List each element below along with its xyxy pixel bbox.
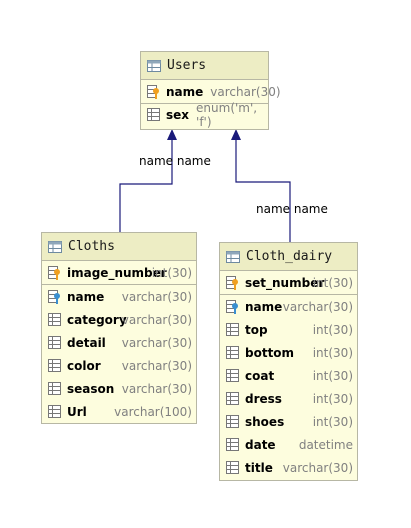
- column-icon: [226, 460, 239, 474]
- column-row[interactable]: date datetime: [220, 433, 357, 456]
- column-name: sex: [166, 108, 190, 122]
- column-icon: [48, 381, 61, 395]
- relation-line-clothdairy-users: [235, 138, 291, 242]
- column-name: season: [67, 381, 115, 396]
- column-icon: [226, 368, 239, 382]
- column-type: enum('m', 'f'): [196, 101, 258, 129]
- table-icon: [48, 240, 62, 253]
- column-type: varchar(30): [282, 299, 353, 314]
- column-row[interactable]: Url varchar(100): [42, 400, 196, 423]
- column-name: shoes: [245, 414, 285, 429]
- column-name: dress: [245, 391, 282, 406]
- column-name: Url: [67, 404, 87, 419]
- column-name: title: [245, 460, 273, 475]
- column-icon: [147, 108, 160, 121]
- column-icon: [226, 322, 239, 336]
- key-column-icon: [147, 84, 159, 99]
- table-header[interactable]: Users: [141, 52, 268, 80]
- column-row[interactable]: name varchar(30): [42, 285, 196, 308]
- foreign-key-column-icon: [48, 289, 60, 304]
- column-type: int(30): [312, 322, 353, 337]
- column-row[interactable]: name varchar(30): [220, 295, 357, 318]
- column-type: varchar(100): [114, 404, 192, 419]
- table-icon: [226, 250, 240, 263]
- column-icon: [48, 404, 61, 418]
- column-icon: [48, 312, 61, 326]
- column-name: color: [67, 358, 101, 373]
- relation-line-cloths-users: [119, 138, 173, 232]
- table-users[interactable]: Users name varchar(30) sex enum('m', 'f'…: [140, 51, 281, 130]
- column-row[interactable]: detail varchar(30): [42, 331, 196, 354]
- column-row[interactable]: title varchar(30): [220, 456, 357, 479]
- column-icon: [48, 335, 61, 349]
- foreign-key-column-icon: [226, 299, 238, 314]
- column-icon: [226, 391, 239, 405]
- table-title: Users: [167, 58, 207, 73]
- column-type: varchar(30): [121, 289, 192, 304]
- column-row[interactable]: dress int(30): [220, 387, 357, 410]
- column-type: varchar(30): [210, 84, 281, 99]
- column-row[interactable]: season varchar(30): [42, 377, 196, 400]
- table-header[interactable]: Cloth_dairy: [220, 243, 357, 271]
- column-icon: [48, 358, 61, 372]
- column-type: int(30): [312, 391, 353, 406]
- key-column-icon: [226, 275, 238, 290]
- column-icon: [226, 414, 239, 428]
- table-header[interactable]: Cloths: [42, 233, 196, 261]
- column-row[interactable]: sex enum('m', 'f'): [141, 101, 268, 129]
- column-row[interactable]: name varchar(30): [141, 80, 281, 103]
- table-cloth-dairy[interactable]: Cloth_dairy set_number int(30) name varc…: [219, 242, 358, 481]
- column-row[interactable]: bottom int(30): [220, 341, 357, 364]
- column-type: varchar(30): [282, 460, 353, 475]
- column-icon: [226, 345, 239, 359]
- table-title: Cloths: [68, 239, 115, 254]
- column-name: set_number: [245, 275, 325, 290]
- arrowhead-icon: [231, 129, 241, 140]
- column-name: name: [67, 289, 105, 304]
- column-type: datetime: [298, 437, 353, 452]
- relation-label-clothdairy-users: name name: [256, 202, 328, 216]
- column-name: bottom: [245, 345, 295, 360]
- column-type: varchar(30): [121, 358, 192, 373]
- column-name: coat: [245, 368, 275, 383]
- column-name: name: [245, 299, 283, 314]
- column-icon: [226, 437, 239, 451]
- table-title: Cloth_dairy: [246, 249, 333, 264]
- table-icon: [147, 59, 161, 72]
- column-type: varchar(30): [121, 312, 192, 327]
- column-row[interactable]: shoes int(30): [220, 410, 357, 433]
- column-type: varchar(30): [121, 381, 192, 396]
- table-cloths[interactable]: Cloths image_number int(30) name varchar…: [41, 232, 197, 424]
- column-type: int(30): [312, 275, 353, 290]
- column-name: category: [67, 312, 127, 327]
- column-type: int(30): [312, 345, 353, 360]
- column-name: date: [245, 437, 276, 452]
- column-list: name varchar(30) top int(30) bottom int(…: [220, 294, 357, 479]
- column-row[interactable]: coat int(30): [220, 364, 357, 387]
- column-row[interactable]: color varchar(30): [42, 354, 196, 377]
- column-name: image_number: [67, 265, 167, 280]
- column-type: int(30): [312, 368, 353, 383]
- column-row[interactable]: image_number int(30): [42, 261, 196, 284]
- column-row[interactable]: top int(30): [220, 318, 357, 341]
- relation-label-cloths-users: name name: [139, 154, 211, 168]
- key-column-icon: [48, 265, 60, 280]
- column-type: int(30): [151, 265, 192, 280]
- column-name: name: [166, 84, 204, 99]
- column-type: int(30): [312, 414, 353, 429]
- column-type: varchar(30): [121, 335, 192, 350]
- column-row[interactable]: set_number int(30): [220, 271, 357, 294]
- column-name: top: [245, 322, 268, 337]
- column-row[interactable]: category varchar(30): [42, 308, 196, 331]
- arrowhead-icon: [167, 129, 177, 140]
- column-list: name varchar(30) category varchar(30) de…: [42, 284, 196, 423]
- column-name: detail: [67, 335, 106, 350]
